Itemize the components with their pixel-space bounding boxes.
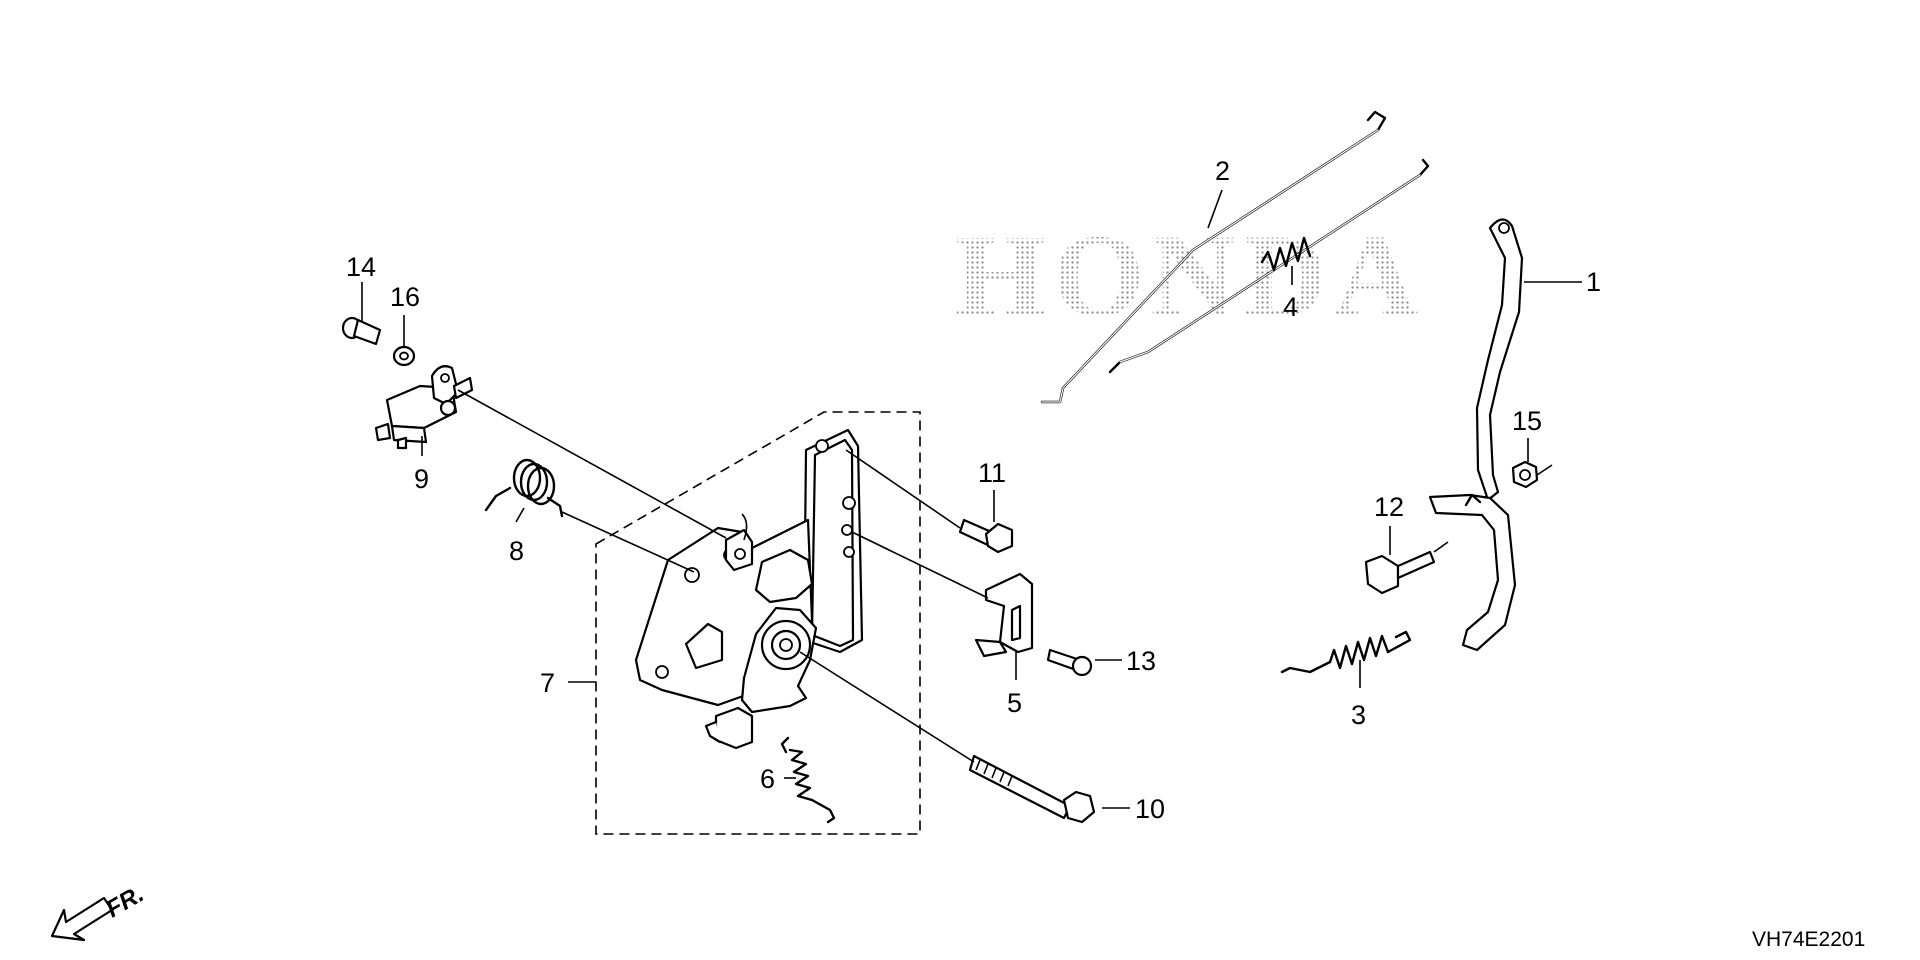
- part-6-spring: [780, 736, 836, 824]
- part-4-rod-spring: [1108, 158, 1430, 374]
- callout-3: 3: [1351, 700, 1366, 730]
- callout-14: 14: [346, 252, 376, 282]
- callout-5: 5: [1007, 688, 1022, 718]
- part-4-spring: [1260, 236, 1312, 272]
- callouts: 1 2 3 4 5 6 7 8 9 10 11 12 13 14 15 16: [346, 156, 1601, 824]
- callout-2: 2: [1215, 156, 1230, 186]
- callout-10: 10: [1135, 794, 1165, 824]
- callout-1: 1: [1586, 267, 1601, 297]
- callout-15: 15: [1512, 406, 1542, 436]
- callout-13: 13: [1126, 646, 1156, 676]
- front-direction-indicator: FR.: [50, 880, 149, 942]
- callout-12: 12: [1374, 492, 1404, 522]
- part-2-rod: [1040, 110, 1387, 404]
- part-16-washer: [392, 345, 416, 367]
- leader-lines: [361, 189, 1582, 809]
- part-8-torsion-spring: [484, 458, 564, 518]
- part-7-kit-boundary: [595, 411, 921, 835]
- part-5-bracket: [974, 572, 1034, 658]
- callout-16: 16: [390, 282, 420, 312]
- honda-watermark: HONDA: [955, 210, 1424, 341]
- part-12-bolt: [1364, 541, 1449, 595]
- assembly-lines: [457, 389, 989, 763]
- front-arrow-icon: [50, 896, 114, 942]
- part-10-bolt: [968, 754, 1096, 824]
- callout-11: 11: [978, 458, 1006, 488]
- part-3-spring: [1280, 630, 1412, 674]
- drawing-code: VH74E2201: [1752, 928, 1865, 951]
- callout-4: 4: [1283, 292, 1298, 322]
- part-13-screw: [1046, 648, 1093, 677]
- part-1-lever: [1428, 218, 1524, 652]
- part-7-control-base: [634, 428, 864, 750]
- callout-7: 7: [540, 668, 555, 698]
- front-label: FR.: [102, 880, 149, 923]
- part-15-nut: [1511, 460, 1553, 489]
- callout-6: 6: [760, 764, 775, 794]
- callout-9: 9: [414, 464, 429, 494]
- part-11-bolt: [958, 518, 1014, 554]
- part-9-switch: [374, 365, 474, 450]
- part-14-screw: [341, 316, 382, 346]
- callout-8: 8: [509, 536, 524, 566]
